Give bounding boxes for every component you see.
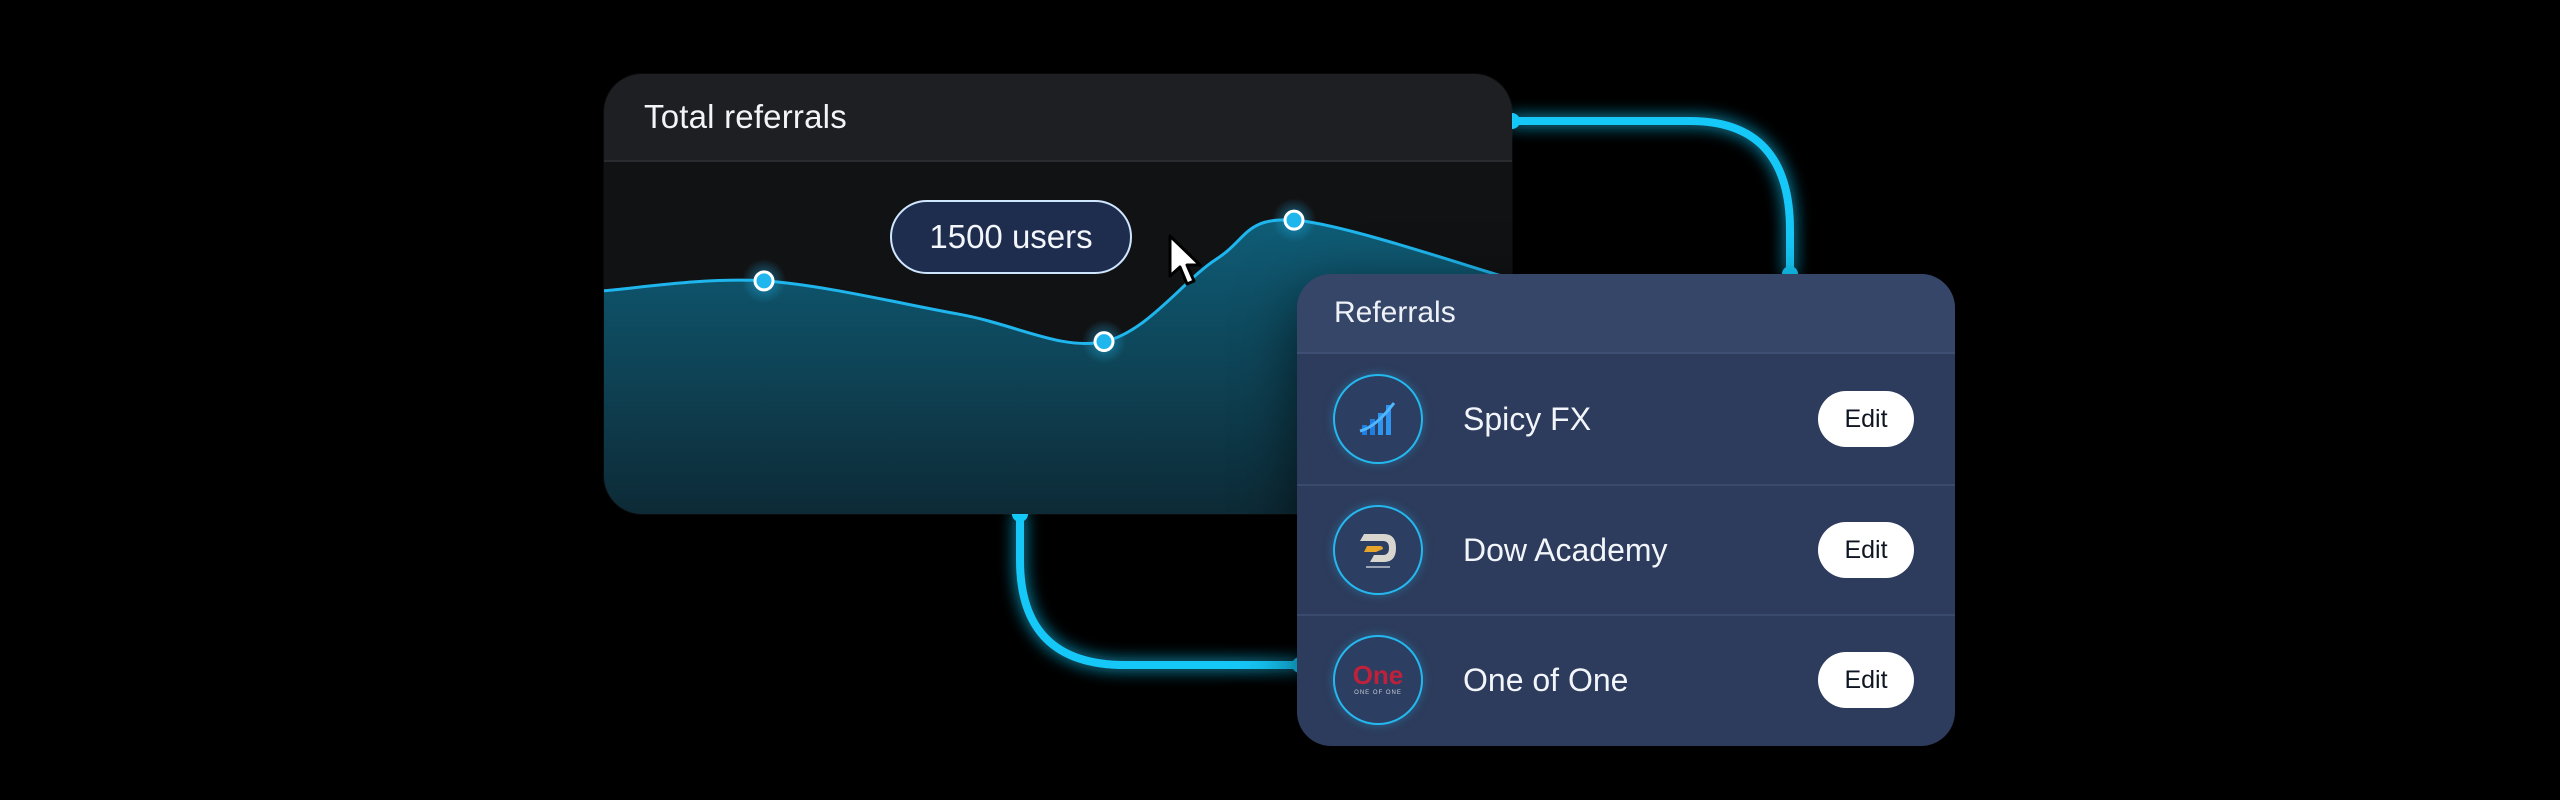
referral-row-dow-academy: Dow Academy Edit: [1297, 484, 1955, 614]
edit-spicy-fx-button[interactable]: Edit: [1818, 391, 1914, 447]
one-of-one-logo-wordmark: One: [1353, 660, 1404, 690]
connector-top: [1508, 117, 1794, 278]
mouse-pointer-icon: [1168, 234, 1202, 286]
one-of-one-logo-icon: One ONE OF ONE: [1333, 635, 1423, 725]
referral-name: One of One: [1463, 661, 1629, 698]
chart-data-point[interactable]: [1082, 319, 1126, 364]
referral-name: Spicy FX: [1463, 400, 1592, 437]
connector-bottom: [1016, 510, 1304, 669]
chart-data-point[interactable]: [1272, 198, 1316, 243]
referrals-header: Referrals: [1297, 274, 1955, 354]
chart-data-point[interactable]: [742, 258, 786, 303]
value-tooltip: 1500 users: [890, 200, 1132, 274]
total-referrals-title: Total referrals: [644, 98, 847, 135]
spicy-fx-logo-icon: [1333, 374, 1423, 464]
total-referrals-header: Total referrals: [604, 74, 1512, 162]
one-of-one-logo-subtext: ONE OF ONE: [1354, 690, 1402, 696]
referrals-area-chart: [604, 198, 1512, 514]
referral-row-one-of-one: One ONE OF ONE One of One Edit: [1297, 614, 1955, 744]
referrals-card: Referrals Spicy FX Edit Dow Academy Edit: [1297, 274, 1955, 746]
referrals-title: Referrals: [1334, 296, 1456, 329]
referral-row-spicy-fx: Spicy FX Edit: [1297, 354, 1955, 484]
dow-academy-logo-icon: [1333, 505, 1423, 595]
edit-dow-academy-button[interactable]: Edit: [1818, 522, 1914, 578]
chart-area-fill: [604, 219, 1512, 514]
edit-one-of-one-button[interactable]: Edit: [1818, 652, 1914, 708]
referral-name: Dow Academy: [1463, 531, 1668, 568]
